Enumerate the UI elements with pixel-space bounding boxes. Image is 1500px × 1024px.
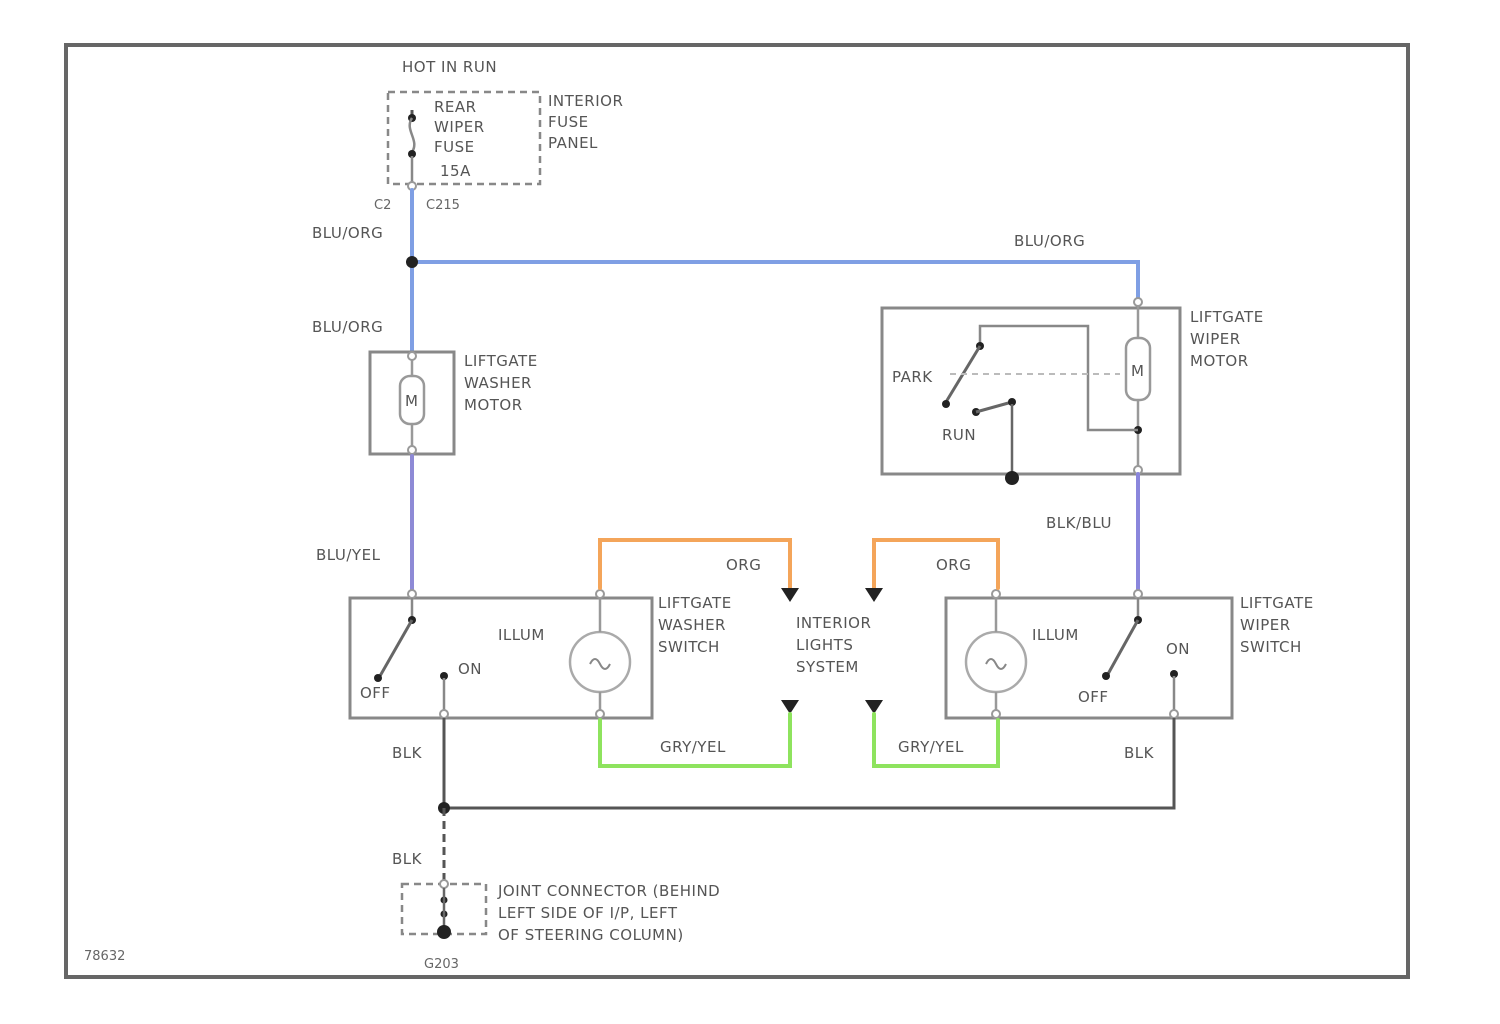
wire-blk-wiper-switch xyxy=(444,718,1174,808)
interior-lights-label-3: SYSTEM xyxy=(796,658,859,676)
splice-blu-org xyxy=(406,256,418,268)
wiper-switch-on-label: ON xyxy=(1166,640,1190,658)
interior-lights-label-1: INTERIOR xyxy=(796,614,871,632)
figure-id: 78632 xyxy=(84,949,125,964)
wire-label-blk-2: BLK xyxy=(1124,744,1155,762)
hot-in-run-label: HOT IN RUN xyxy=(402,58,497,76)
wire-label-blk-1: BLK xyxy=(392,744,423,762)
run-label: RUN xyxy=(942,426,976,444)
diagram-frame xyxy=(66,45,1408,977)
fuse-amps-label: 15A xyxy=(440,162,471,180)
arrow-org-right xyxy=(865,588,883,602)
washer-motor-label-1: LIFTGATE xyxy=(464,352,538,370)
wire-label-org-1: ORG xyxy=(726,556,761,574)
wire-org-washer-switch xyxy=(600,540,790,588)
wire-blu-org-to-wiper-motor xyxy=(412,262,1138,298)
washer-motor-label-2: WASHER xyxy=(464,374,532,392)
wiper-switch-label-3: SWITCH xyxy=(1240,638,1302,656)
liftgate-washer-switch xyxy=(350,590,652,718)
ground-point xyxy=(437,925,451,939)
joint-connector xyxy=(402,880,486,939)
liftgate-wiper-motor xyxy=(882,298,1180,485)
joint-connector-label-1: JOINT CONNECTOR (BEHIND xyxy=(497,882,720,900)
wire-label-gry-yel-1: GRY/YEL xyxy=(660,738,726,756)
washer-motor-m-symbol: M xyxy=(405,392,418,410)
ground-label: G203 xyxy=(424,957,459,972)
interior-lights-label-2: LIGHTS xyxy=(796,636,853,654)
washer-switch-illum-label: ILLUM xyxy=(498,626,545,644)
park-label: PARK xyxy=(892,368,933,386)
washer-switch-on-label: ON xyxy=(458,660,482,678)
wire-label-blu-yel: BLU/YEL xyxy=(316,546,381,564)
wiper-motor-label-2: WIPER xyxy=(1190,330,1241,348)
arrow-gry-yel-left xyxy=(781,700,799,714)
joint-connector-label-3: OF STEERING COLUMN) xyxy=(498,926,684,944)
arrow-gry-yel-right xyxy=(865,700,883,714)
washer-motor-label-3: MOTOR xyxy=(464,396,523,414)
wiper-switch-off-label: OFF xyxy=(1078,688,1109,706)
washer-switch-off-label: OFF xyxy=(360,684,391,702)
fuse-name-line-3: FUSE xyxy=(434,138,475,156)
fuse-name-line-1: REAR xyxy=(434,98,477,116)
wiper-switch-illum-label: ILLUM xyxy=(1032,626,1079,644)
washer-switch-label-2: WASHER xyxy=(658,616,726,634)
wiper-switch-label-1: LIFTGATE xyxy=(1240,594,1314,612)
wiper-motor-label-3: MOTOR xyxy=(1190,352,1249,370)
wiper-motor-label-1: LIFTGATE xyxy=(1190,308,1264,326)
washer-switch-label-3: SWITCH xyxy=(658,638,720,656)
fuse-panel-line-1: INTERIOR xyxy=(548,92,623,110)
fuse-name-line-2: WIPER xyxy=(434,118,485,136)
wiper-switch-label-2: WIPER xyxy=(1240,616,1291,634)
wire-label-blu-org-2: BLU/ORG xyxy=(1014,232,1085,250)
joint-connector-label-2: LEFT SIDE OF I/P, LEFT xyxy=(498,904,678,922)
wire-label-org-2: ORG xyxy=(936,556,971,574)
fuse-panel-line-2: FUSE xyxy=(548,113,589,131)
wire-label-blu-org-3: BLU/ORG xyxy=(312,318,383,336)
washer-switch-label-1: LIFTGATE xyxy=(658,594,732,612)
arrow-org-left xyxy=(781,588,799,602)
wire-label-blu-org-1: BLU/ORG xyxy=(312,224,383,242)
wire-label-blk-blu: BLK/BLU xyxy=(1046,514,1112,532)
wire-label-gry-yel-2: GRY/YEL xyxy=(898,738,964,756)
wiper-motor-m-symbol: M xyxy=(1131,362,1144,380)
wire-label-blk-3: BLK xyxy=(392,850,423,868)
pin-c2-label: C2 xyxy=(374,198,391,213)
connector-c215-label: C215 xyxy=(426,198,460,213)
fuse-panel-line-3: PANEL xyxy=(548,134,598,152)
